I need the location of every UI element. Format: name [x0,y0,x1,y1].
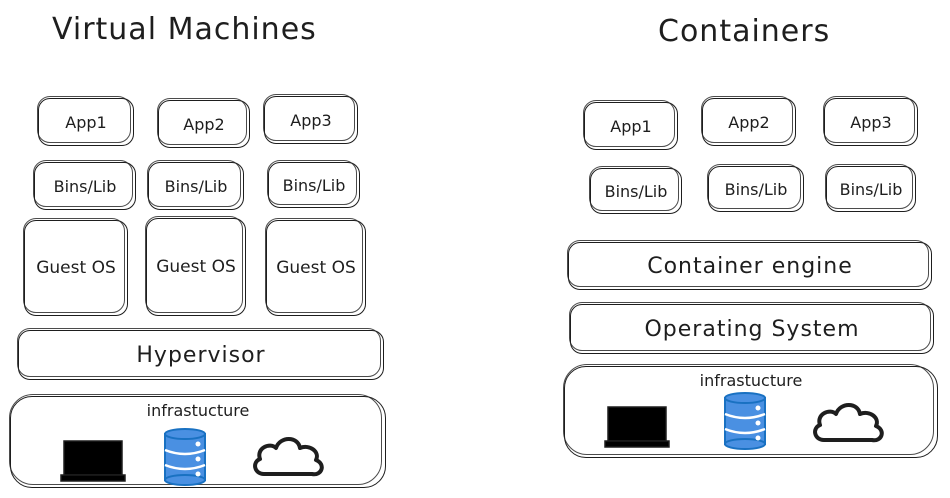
database-icon [724,392,766,450]
cloud-icon [813,403,884,443]
vm-infrastructure-label: infrastucture [146,401,250,420]
operating-system-box: Operating System [569,302,934,354]
database-icon [164,428,206,486]
cloud-icon [253,437,324,477]
vm-app-3: App3 [263,94,358,144]
container-app-1: App1 [583,100,678,150]
container-app-3: App3 [823,96,918,146]
vm-app-2: App2 [157,98,250,148]
container-infrastructure-label: infrastucture [699,371,803,390]
vm-title: Virtual Machines [52,12,317,47]
laptop-icon [60,440,126,482]
vm-bins-2: Bins/Lib [147,160,244,210]
container-bins-2: Bins/Lib [707,164,804,212]
container-bins-1: Bins/Lib [589,166,682,214]
vm-bins-3: Bins/Lib [267,160,360,208]
laptop-icon [604,406,670,448]
vm-app-1: App1 [37,96,134,146]
container-bins-3: Bins/Lib [825,164,916,212]
vm-guest-os-2: Guest OS [145,216,246,316]
vm-bins-1: Bins/Lib [33,160,136,210]
container-app-2: App2 [701,96,796,146]
vm-guest-os-1: Guest OS [23,218,128,316]
containers-title: Containers [658,14,831,49]
container-engine-box: Container engine [567,240,932,290]
hypervisor-box: Hypervisor [17,328,384,380]
vm-guest-os-3: Guest OS [265,218,366,316]
